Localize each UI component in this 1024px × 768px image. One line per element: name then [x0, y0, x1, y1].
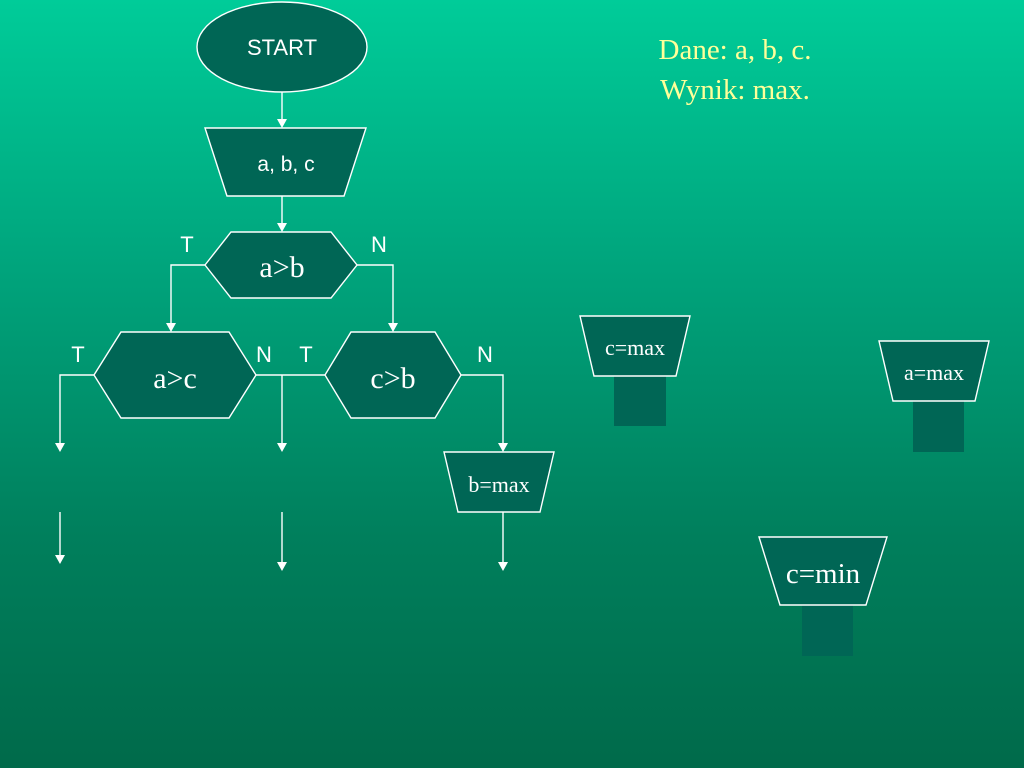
decision-ac-yes-label: T [71, 342, 84, 367]
assign-amax: a=max [878, 340, 990, 452]
assign-bmax: b=max [443, 451, 555, 513]
arrowhead-icon [55, 555, 65, 564]
given-line-data: Dane: a, b, c. [658, 34, 812, 66]
assign-amax-label: a=max [904, 360, 964, 385]
connector-ab-no [357, 264, 394, 324]
connector-cb-no [461, 374, 504, 444]
assign-cmin-label: c=min [786, 558, 861, 590]
arrowhead-icon [166, 323, 176, 332]
cmin-block [802, 600, 853, 656]
connector-ab-yes [170, 264, 205, 324]
arrowhead-icon [277, 223, 287, 232]
decision-cb-no-label: N [477, 342, 493, 367]
input-node: a, b, c [204, 127, 367, 197]
amax-block [913, 396, 964, 452]
arrowhead-icon [277, 119, 287, 128]
assign-cmin: c=min [758, 536, 888, 656]
decision-cb-condition: c>b [370, 362, 415, 395]
decision-cb: c>b [324, 331, 462, 419]
decision-ab-condition: a>b [259, 251, 304, 284]
decision-ab: a>b [204, 231, 358, 299]
start-node: START [196, 1, 368, 93]
arrowhead-icon [277, 562, 287, 571]
decision-ab-no-label: N [371, 232, 387, 257]
arrowhead-icon [498, 443, 508, 452]
connector-ac-yes [59, 374, 94, 444]
arrowhead-icon [388, 323, 398, 332]
arrowhead-icon [277, 443, 287, 452]
decision-cb-yes-label: T [299, 342, 312, 367]
input-label: a, b, c [257, 153, 314, 176]
decision-ac-condition: a>c [153, 362, 197, 395]
assign-bmax-label: b=max [468, 472, 529, 497]
start-label: START [247, 35, 317, 60]
assign-cmax-label: c=max [605, 335, 665, 360]
decision-ab-yes-label: T [180, 232, 193, 257]
given-line-result: Wynik: max. [660, 74, 810, 106]
given-data-header: Dane: a, b, c. Wynik: max. [600, 30, 870, 110]
arrowhead-icon [498, 562, 508, 571]
decision-ac: a>c [93, 331, 257, 419]
cmax-block [614, 370, 666, 426]
arrowhead-icon [55, 443, 65, 452]
decision-ac-no-label: N [256, 342, 272, 367]
assign-cmax: c=max [579, 315, 691, 426]
